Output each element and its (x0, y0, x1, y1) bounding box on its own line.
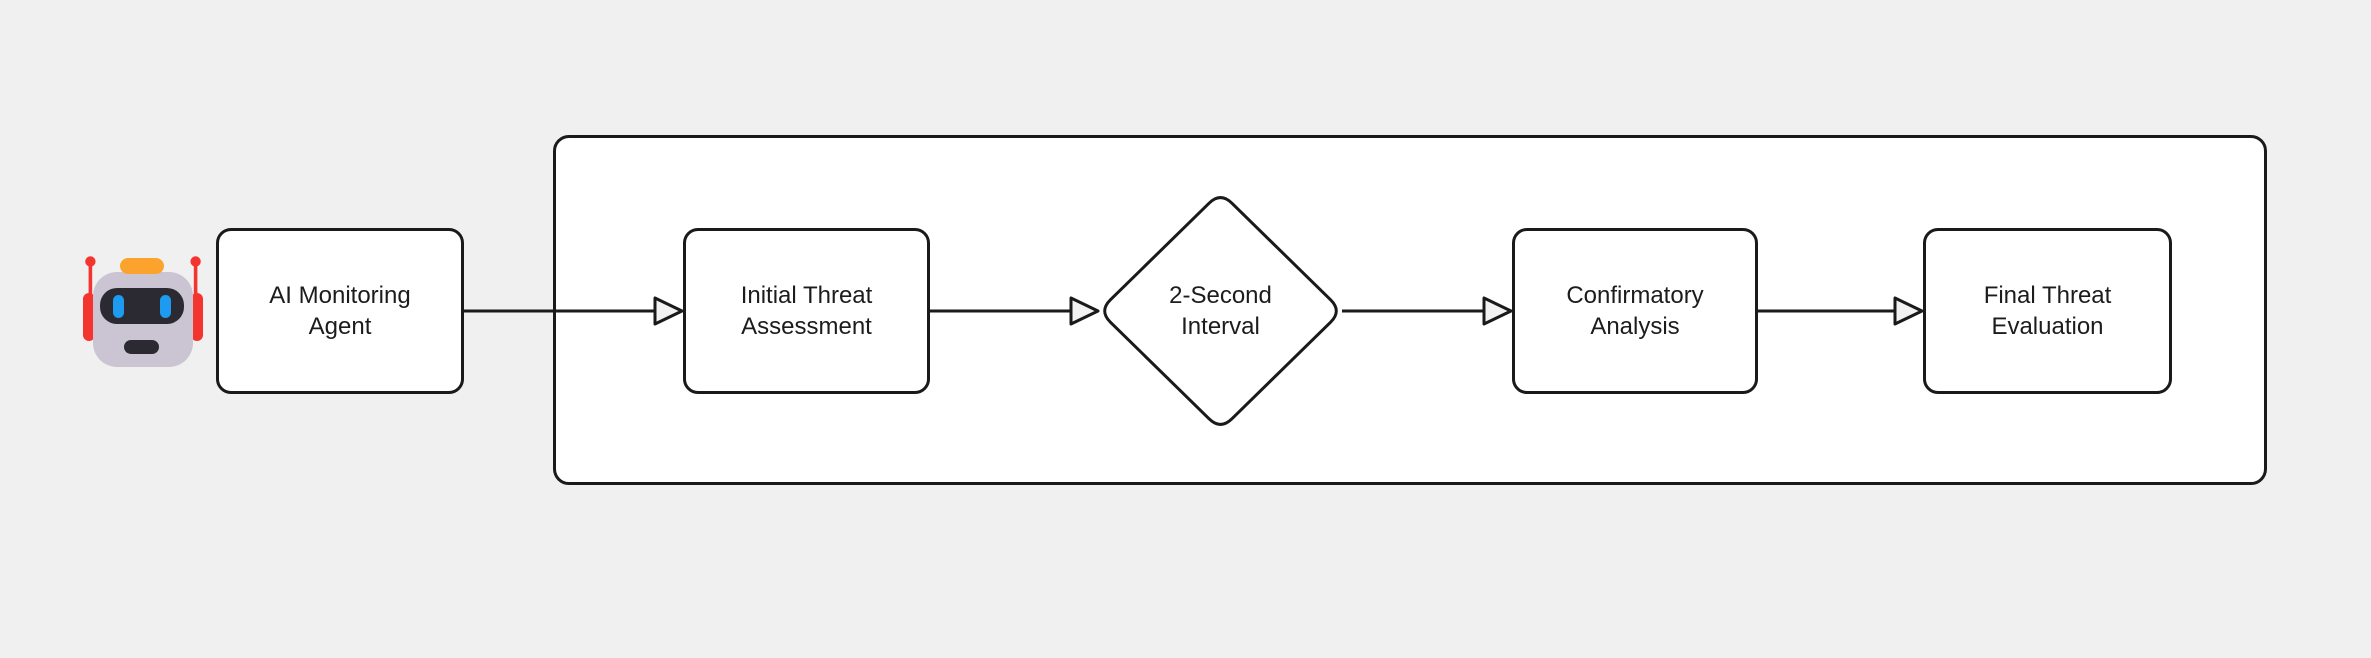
robot-right-antenna-tip (190, 256, 201, 267)
robot-visor (100, 288, 184, 324)
node-label-line: AI Monitoring (269, 282, 411, 309)
node-label-line: Final Threat (1983, 282, 2112, 309)
robot-right-ear (191, 293, 203, 341)
interval-diamond-shape (1103, 196, 1338, 426)
robot-left-antenna-tip (85, 256, 96, 267)
node-label-line: Interval (1181, 313, 1260, 340)
node-final-threat-evaluation: Final Threat Evaluation (1923, 228, 2172, 394)
node-label-line: Evaluation (1991, 313, 2104, 340)
arrow-confirmatory-to-final (1758, 296, 1924, 326)
arrow-initial-to-interval (930, 296, 1100, 326)
node-ai-monitoring-agent: AI Monitoring Agent (216, 228, 464, 394)
robot-top-cap (120, 258, 164, 274)
node-initial-threat-assessment: Initial Threat Assessment (683, 228, 930, 394)
robot-left-ear (83, 293, 95, 341)
robot-left-antenna (88, 261, 93, 297)
node-label-line: Initial Threat (740, 282, 873, 309)
node-two-second-interval: 2-Second Interval (1120, 279, 1321, 343)
node-confirmatory-analysis: Confirmatory Analysis (1512, 228, 1758, 394)
node-label-line: Analysis (1590, 313, 1680, 340)
robot-icon (83, 256, 203, 367)
arrow-interval-to-confirmatory (1342, 296, 1513, 326)
node-label-line: Agent (308, 313, 372, 340)
arrow-agent-to-initial (464, 296, 684, 326)
robot-mouth (124, 340, 159, 354)
node-label-line: Assessment (741, 313, 872, 340)
robot-left-eye (113, 295, 124, 318)
node-label-line: Confirmatory (1566, 282, 1704, 309)
node-label-line: 2-Second (1169, 282, 1272, 309)
robot-right-eye (160, 295, 171, 318)
robot-right-antenna (193, 261, 198, 297)
